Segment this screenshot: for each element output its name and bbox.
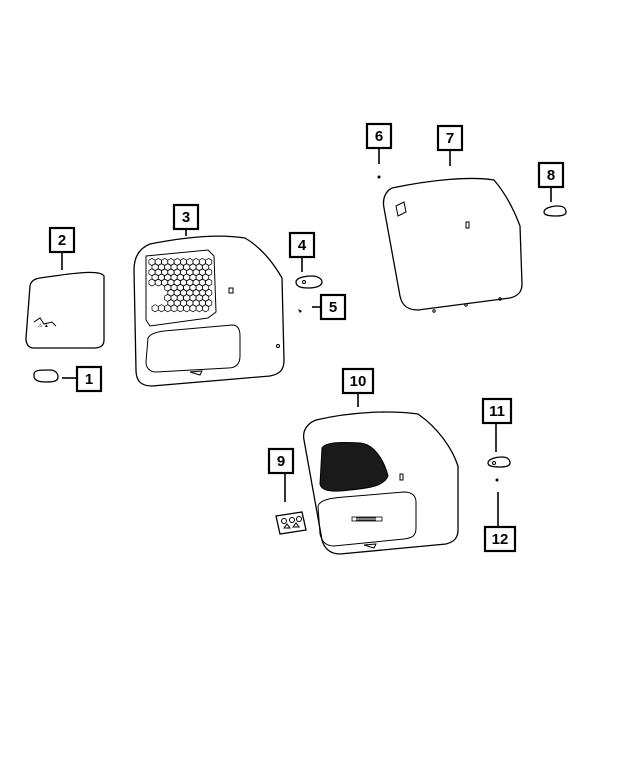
callout-3[interactable]: 3 <box>172 203 200 231</box>
svg-text:1: 1 <box>85 371 93 388</box>
callout-9[interactable]: 9 <box>267 447 295 475</box>
part-5-screw <box>298 309 302 313</box>
callout-5[interactable]: 5 <box>319 293 347 321</box>
callout-6[interactable]: 6 <box>365 122 393 150</box>
svg-text:12: 12 <box>492 531 509 548</box>
svg-text:4: 4 <box>298 237 307 254</box>
svg-text:3: 3 <box>182 209 190 226</box>
svg-text:10: 10 <box>350 373 367 390</box>
svg-text:⚠ ▲: ⚠ ▲ <box>38 323 49 329</box>
svg-text:6: 6 <box>375 128 383 145</box>
part-3-trim-panel <box>133 235 285 387</box>
part-9-label <box>275 511 307 535</box>
part-4-clip <box>295 275 323 289</box>
part-7-panel <box>382 177 523 313</box>
hex-cell <box>202 304 210 313</box>
callout-12[interactable]: 12 <box>483 525 517 553</box>
part-12-screw <box>495 478 499 482</box>
part-8-clip <box>543 205 567 217</box>
callout-4[interactable]: 4 <box>288 231 316 259</box>
svg-text:2: 2 <box>58 232 66 249</box>
callout-7[interactable]: 7 <box>436 124 464 152</box>
part-1-clip <box>33 369 59 383</box>
callout-1[interactable]: 1 <box>75 365 103 393</box>
leader-lines <box>61 148 552 526</box>
part-11-clip <box>487 456 511 468</box>
svg-text:8: 8 <box>547 167 555 184</box>
part-10-trim-panel <box>302 411 459 555</box>
svg-text:5: 5 <box>329 299 337 316</box>
part-6-fastener <box>377 175 381 179</box>
svg-text:9: 9 <box>277 453 285 470</box>
hex-mesh-grille <box>148 257 213 313</box>
callout-10[interactable]: 10 <box>341 367 375 395</box>
part-2-panel: ⚠ ▲ <box>25 271 105 349</box>
svg-text:7: 7 <box>446 130 454 147</box>
callout-2[interactable]: 2 <box>48 226 76 254</box>
callout-8[interactable]: 8 <box>537 161 565 189</box>
svg-text:11: 11 <box>489 403 505 420</box>
callout-11[interactable]: 11 <box>481 397 513 425</box>
